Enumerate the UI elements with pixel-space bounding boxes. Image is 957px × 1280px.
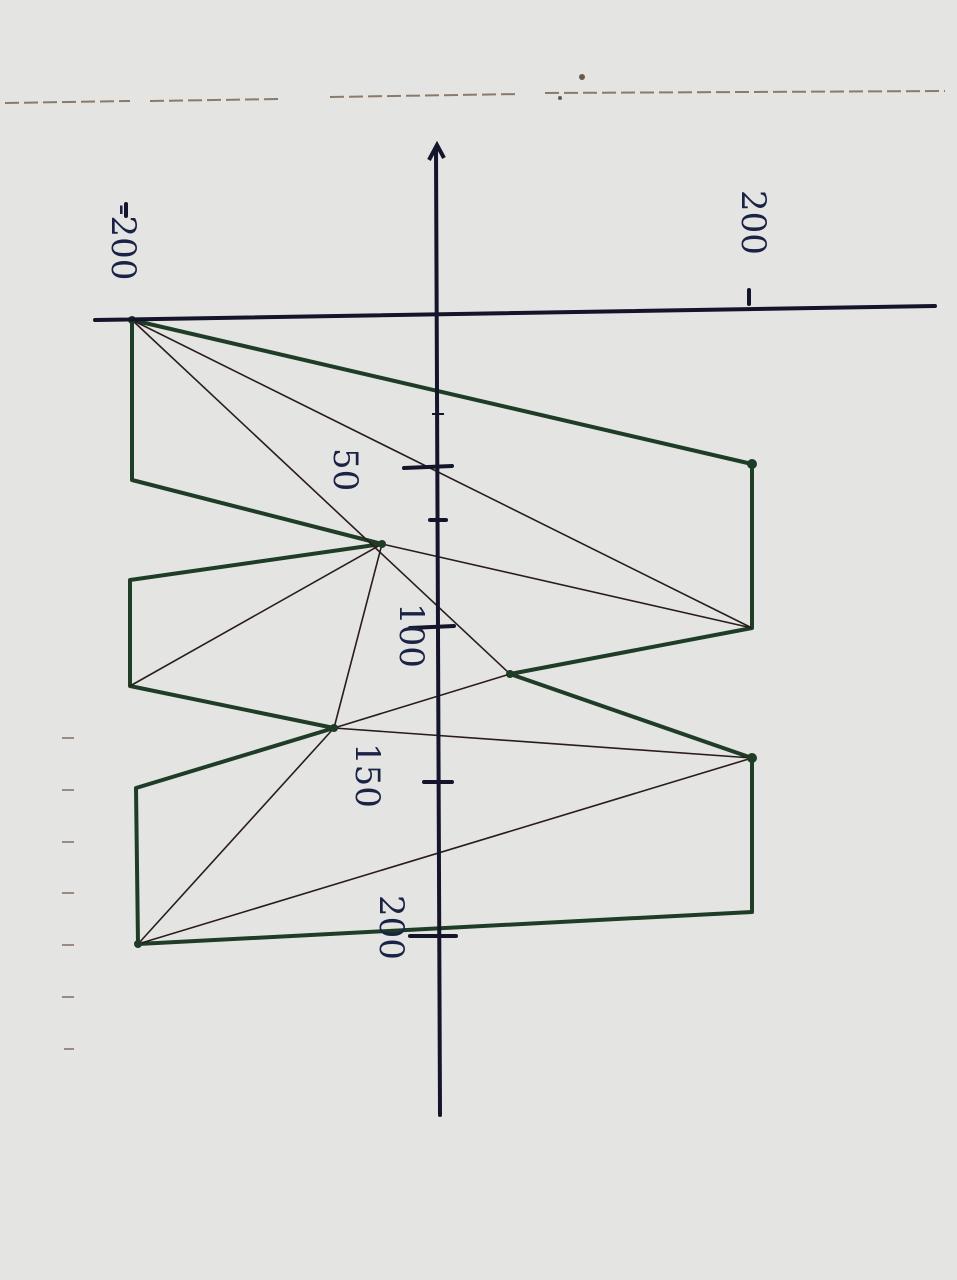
vertical-axis xyxy=(434,148,442,1117)
zigzag-outline xyxy=(128,318,754,946)
axis-arrow-head xyxy=(427,140,446,161)
label-200-bottom: 200 xyxy=(371,895,411,960)
label-200-right: 200 xyxy=(733,190,773,255)
horizontal-axis xyxy=(93,304,937,322)
paper-rule-line xyxy=(4,74,946,104)
axes xyxy=(93,148,937,1117)
label-50: 50 xyxy=(325,448,365,491)
triangulation-lines xyxy=(129,319,753,945)
tick-marks xyxy=(124,202,751,938)
vertex-points xyxy=(128,316,757,948)
label-150: 150 xyxy=(347,743,387,808)
margin-marks xyxy=(62,737,74,1050)
label-minus-200: -200 xyxy=(103,204,143,280)
label-100: 100 xyxy=(391,603,431,668)
